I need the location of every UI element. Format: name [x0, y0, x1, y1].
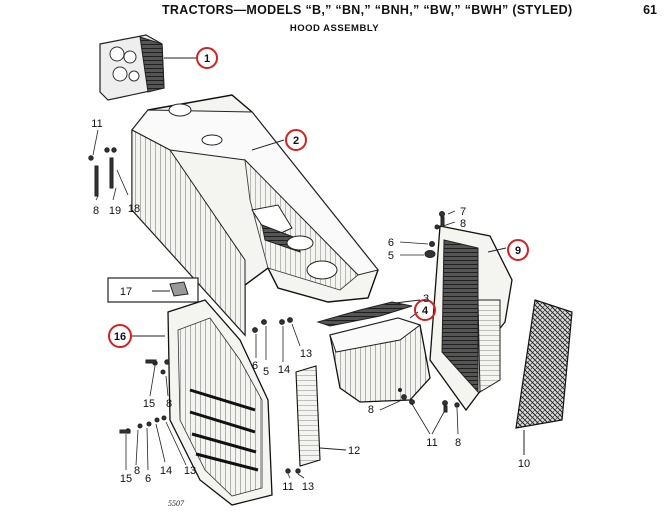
part-12-plate: [295, 365, 347, 467]
label-6-mid: 6: [252, 360, 258, 372]
part-16-side-panel: [132, 299, 273, 506]
label-5-right: 5: [388, 250, 394, 262]
part-17-inset: [107, 277, 199, 303]
part-3-strip: [316, 299, 421, 327]
label-13-bottom: 13: [302, 481, 314, 493]
part-2-main-hood: [131, 94, 379, 337]
label-12: 12: [348, 445, 360, 457]
label-11-bottom: 11: [282, 481, 293, 493]
callout-circle-4: [414, 299, 436, 321]
label-6-left: 6: [145, 473, 151, 485]
section-title: HOOD ASSEMBLY: [289, 23, 380, 34]
label-4: 4: [422, 305, 429, 317]
label-2: 2: [293, 135, 299, 147]
label-14-mid: 14: [278, 364, 290, 376]
label-8-front: 8: [368, 404, 374, 416]
negative-number: 5507: [168, 499, 185, 508]
part-4-nose-cover: [329, 311, 431, 403]
part-10-screen: [515, 299, 573, 455]
label-17: 17: [120, 286, 132, 298]
label-1: 1: [204, 53, 210, 65]
label-16: 16: [114, 331, 126, 343]
label-11: 11: [91, 118, 102, 130]
page-header: TRACTORS—MODELS “B,” “BN,” “BNH,” “BW,” …: [0, 2, 669, 20]
label-8-right: 8: [460, 218, 466, 230]
label-18: 18: [128, 203, 140, 215]
callout-circle-16: [108, 324, 132, 348]
label-8: 8: [93, 205, 99, 217]
label-7: 7: [460, 206, 466, 218]
label-8-grille: 8: [455, 437, 461, 449]
page-number: 61: [643, 3, 657, 17]
leader-lines: [92, 129, 459, 479]
part-1-hood-panel: [99, 34, 196, 101]
label-10: 10: [518, 458, 530, 470]
label-8-left-lower: 8: [134, 465, 140, 477]
label-8-left-upper: 8: [166, 398, 172, 410]
label-13-mid: 13: [300, 348, 312, 360]
catalog-title: TRACTORS—MODELS “B,” “BN,” “BNH,” “BW,” …: [162, 3, 573, 17]
part-9-grille-frame: [429, 225, 513, 412]
label-15-lower: 15: [120, 473, 132, 485]
callout-circle-2: [285, 129, 307, 151]
label-5-mid: 5: [263, 366, 269, 378]
hardware-fasteners: [88, 147, 460, 474]
label-13-left: 13: [184, 465, 196, 477]
label-11-front: 11: [426, 437, 437, 449]
circled-callouts: [108, 47, 529, 348]
label-9: 9: [515, 245, 521, 257]
label-14-left: 14: [160, 465, 172, 477]
label-3: 3: [423, 293, 429, 305]
callout-circle-1: [196, 47, 218, 69]
label-15-upper: 15: [143, 398, 155, 410]
callout-circle-9: [507, 239, 529, 261]
label-6-right: 6: [388, 237, 394, 249]
label-19: 19: [109, 205, 121, 217]
